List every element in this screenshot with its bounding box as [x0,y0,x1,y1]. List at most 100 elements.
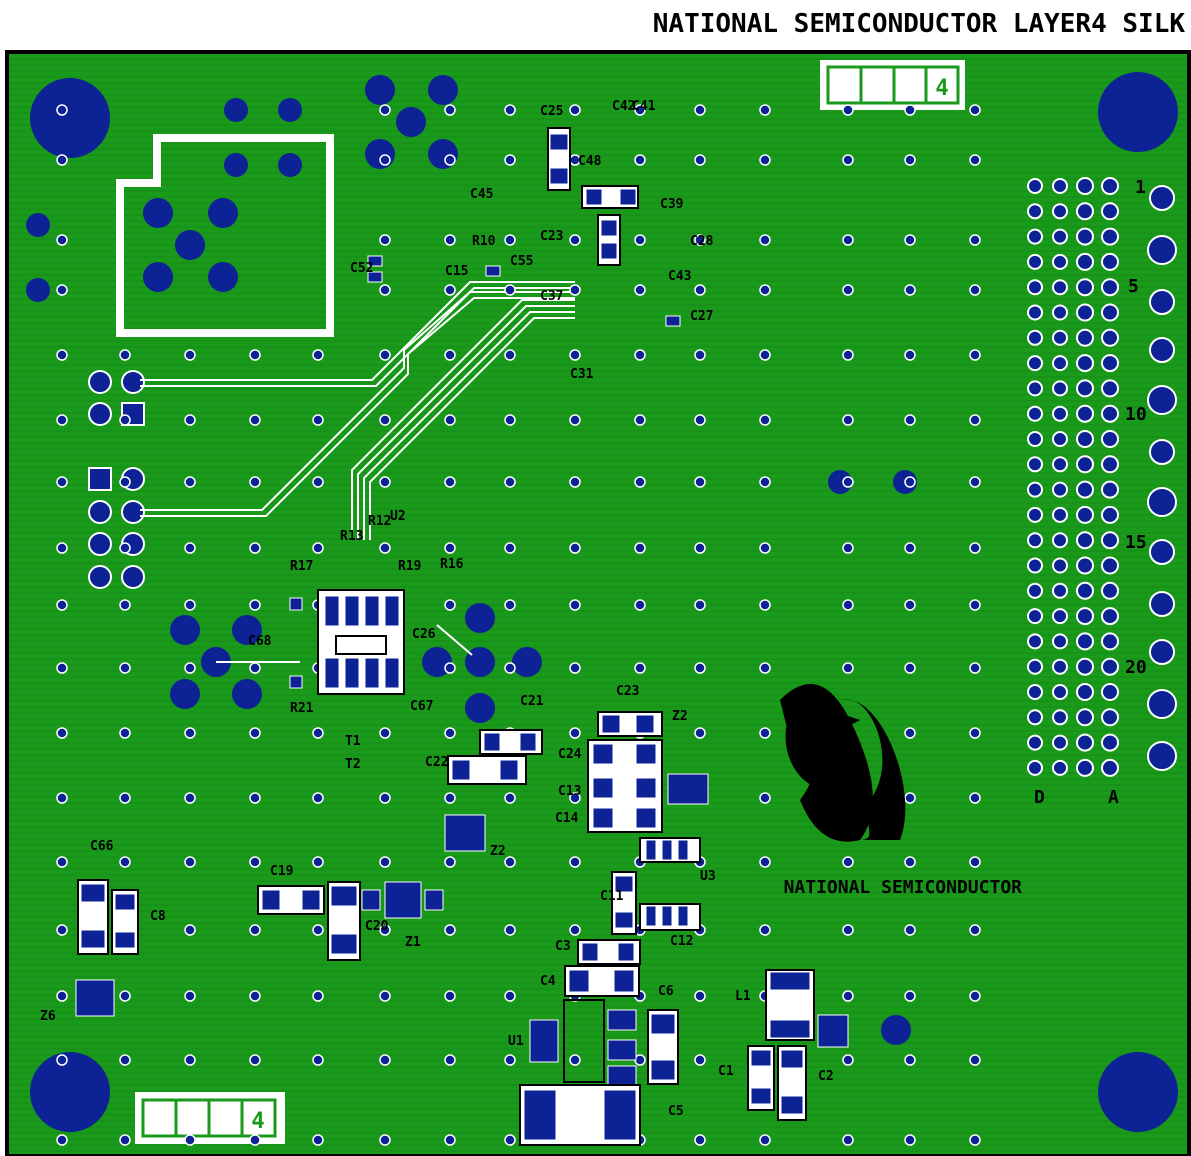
via [56,476,68,488]
svg-text:10: 10 [1125,404,1147,425]
component-label: Z6 [40,1009,56,1024]
via [184,349,196,361]
connector-pin [1027,557,1043,574]
component-label: C55 [510,254,533,269]
connector-pin [1052,658,1068,675]
connector-pin [1052,759,1068,776]
mounting-hole-br [1098,1052,1178,1132]
via [119,1134,131,1146]
via [379,284,391,296]
via [969,104,981,116]
via [969,727,981,739]
via [634,542,646,554]
component-label: L1 [735,989,751,1004]
via [759,414,771,426]
connector-pin [1027,304,1043,321]
connector-pin [1076,531,1094,550]
via [444,727,456,739]
connector-pin [1101,480,1119,499]
via [969,924,981,936]
via [379,542,391,554]
connector-pin [1101,657,1119,676]
via [842,476,854,488]
component-label: U2 [390,509,406,524]
via [379,727,391,739]
via [119,414,131,426]
via [904,476,916,488]
via [569,349,581,361]
connector-pin [1101,632,1119,651]
connector-pin [1101,278,1119,297]
via [184,542,196,554]
via [694,154,706,166]
connector-pin [1052,431,1068,447]
via [379,856,391,868]
connector-pin [1052,557,1068,574]
connector-pin [1076,607,1094,626]
via [694,349,706,361]
via [969,284,981,296]
connector-pin [1101,505,1119,524]
via [569,234,581,246]
connector-pin [1027,178,1043,194]
via [759,924,771,936]
via [504,599,516,611]
svg-text:4: 4 [935,76,948,101]
via [569,924,581,936]
national-logo [780,684,906,842]
via [842,284,854,296]
via [249,856,261,868]
connector-pin [1052,456,1068,473]
connector-pin [1027,431,1043,447]
connector-pin [1052,253,1068,270]
via [969,234,981,246]
component-label: C39 [660,197,683,212]
via [312,542,324,554]
connector-pin [1076,683,1094,701]
via [504,414,516,426]
component-label: C1 [718,1064,734,1079]
connector-pin [1076,708,1094,727]
via [312,476,324,488]
connector-pin [1052,405,1068,422]
via [569,476,581,488]
via [759,349,771,361]
component-label: C26 [412,627,436,642]
via [249,990,261,1002]
via [56,414,68,426]
via [444,1054,456,1066]
via [444,542,456,554]
via [379,104,391,116]
connector-pin [1052,734,1068,751]
via [842,662,854,674]
component-label: C67 [410,699,433,714]
via [759,154,771,166]
via [56,284,68,296]
via [842,1134,854,1146]
component-label: R21 [290,701,314,716]
svg-text:D: D [1034,787,1045,808]
component-label: C42 [612,99,635,114]
connector-pin [1076,556,1094,575]
board-brand-text: NATIONAL SEMICONDUCTOR [784,877,1023,898]
via [249,924,261,936]
via [569,284,581,296]
via [842,414,854,426]
via [904,599,916,611]
connector-pin [1052,684,1068,700]
connector-pin [1076,430,1094,448]
via [379,990,391,1002]
component-label: C11 [600,889,624,904]
via [634,599,646,611]
layer-indicator-top: 4 [820,60,965,110]
via [249,1134,261,1146]
connector-pin [1052,203,1068,220]
via [904,727,916,739]
component-label: C24 [558,747,582,762]
connector-pin [1101,404,1119,423]
connector-pin [1027,608,1043,625]
via [184,414,196,426]
via [56,234,68,246]
via [184,856,196,868]
